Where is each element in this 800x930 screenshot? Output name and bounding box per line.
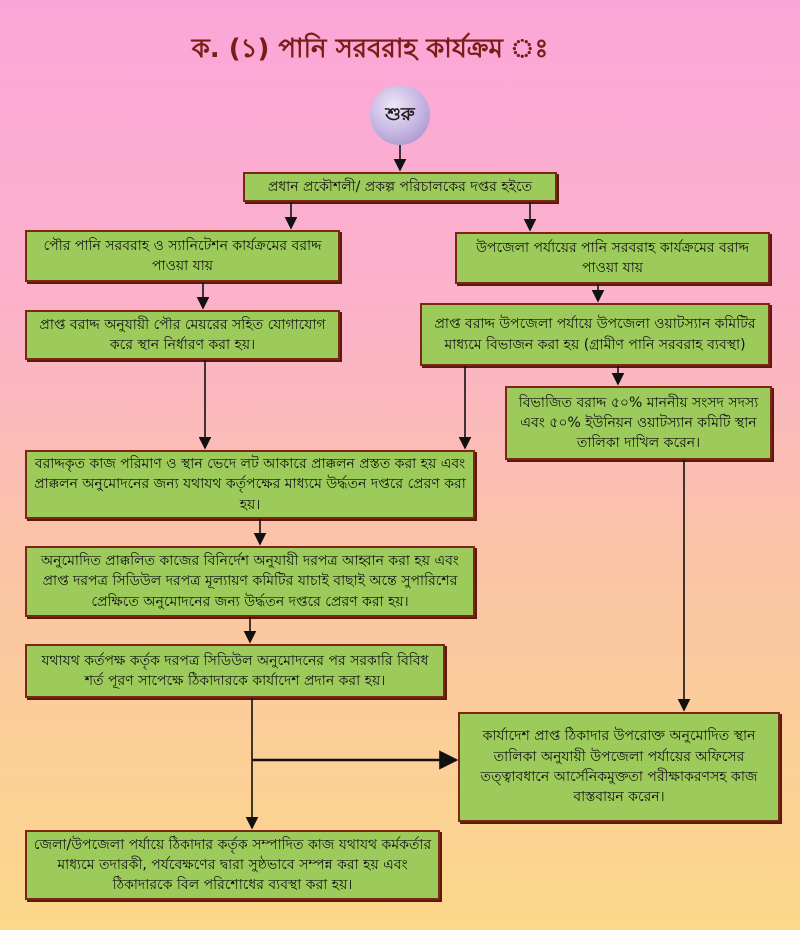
- step-implementation: কার্যাদেশ প্রাপ্ত ঠিকাদার উপরোক্ত অনুমোদ…: [458, 712, 780, 822]
- step-tender-invitation: অনুমোদিত প্রাক্কলিত কাজের বিনির্দেশ অনুয…: [25, 546, 475, 617]
- step-site-list-submission: বিভাজিত বরাদ্দ ৫০% মাননীয় সংসদ সদস্য এব…: [505, 386, 772, 460]
- step-upazila-allocation: উপজেলা পর্যায়ের পানি সরবরাহ কার্যক্রমের…: [455, 232, 770, 284]
- step-upazila-watsan-distribution: প্রাপ্ত বরাদ্দ উপজেলা পর্যায়ে উপজেলা ওয…: [420, 303, 770, 366]
- step-site-selection-mayor: প্রাপ্ত বরাদ্দ অনুযায়ী পৌর মেয়রের সহিত…: [25, 310, 340, 360]
- step-estimate-preparation: বরাদ্দকৃত কাজ পরিমাণ ও স্থান ভেদে লট আকা…: [25, 450, 475, 519]
- step-supervision-payment: জেলা/উপজেলা পর্যায়ে ঠিকাদার কর্তৃক সম্প…: [25, 830, 440, 900]
- start-node: শুরু: [370, 85, 430, 145]
- step-pourashava-allocation: পৌর পানি সরবরাহ ও স্যানিটেশন কার্যক্রমের…: [25, 230, 340, 282]
- step-head-office: প্রধান প্রকৌশলী/ প্রকল্প পরিচালকের দপ্তর…: [243, 172, 557, 202]
- step-work-order: যথাযথ কর্তপক্ষ কর্তৃক দরপত্র সিডিউল অনুম…: [25, 644, 445, 698]
- page-title: ক. (১) পানি সরবরাহ কার্যক্রম ঃ: [191, 34, 549, 64]
